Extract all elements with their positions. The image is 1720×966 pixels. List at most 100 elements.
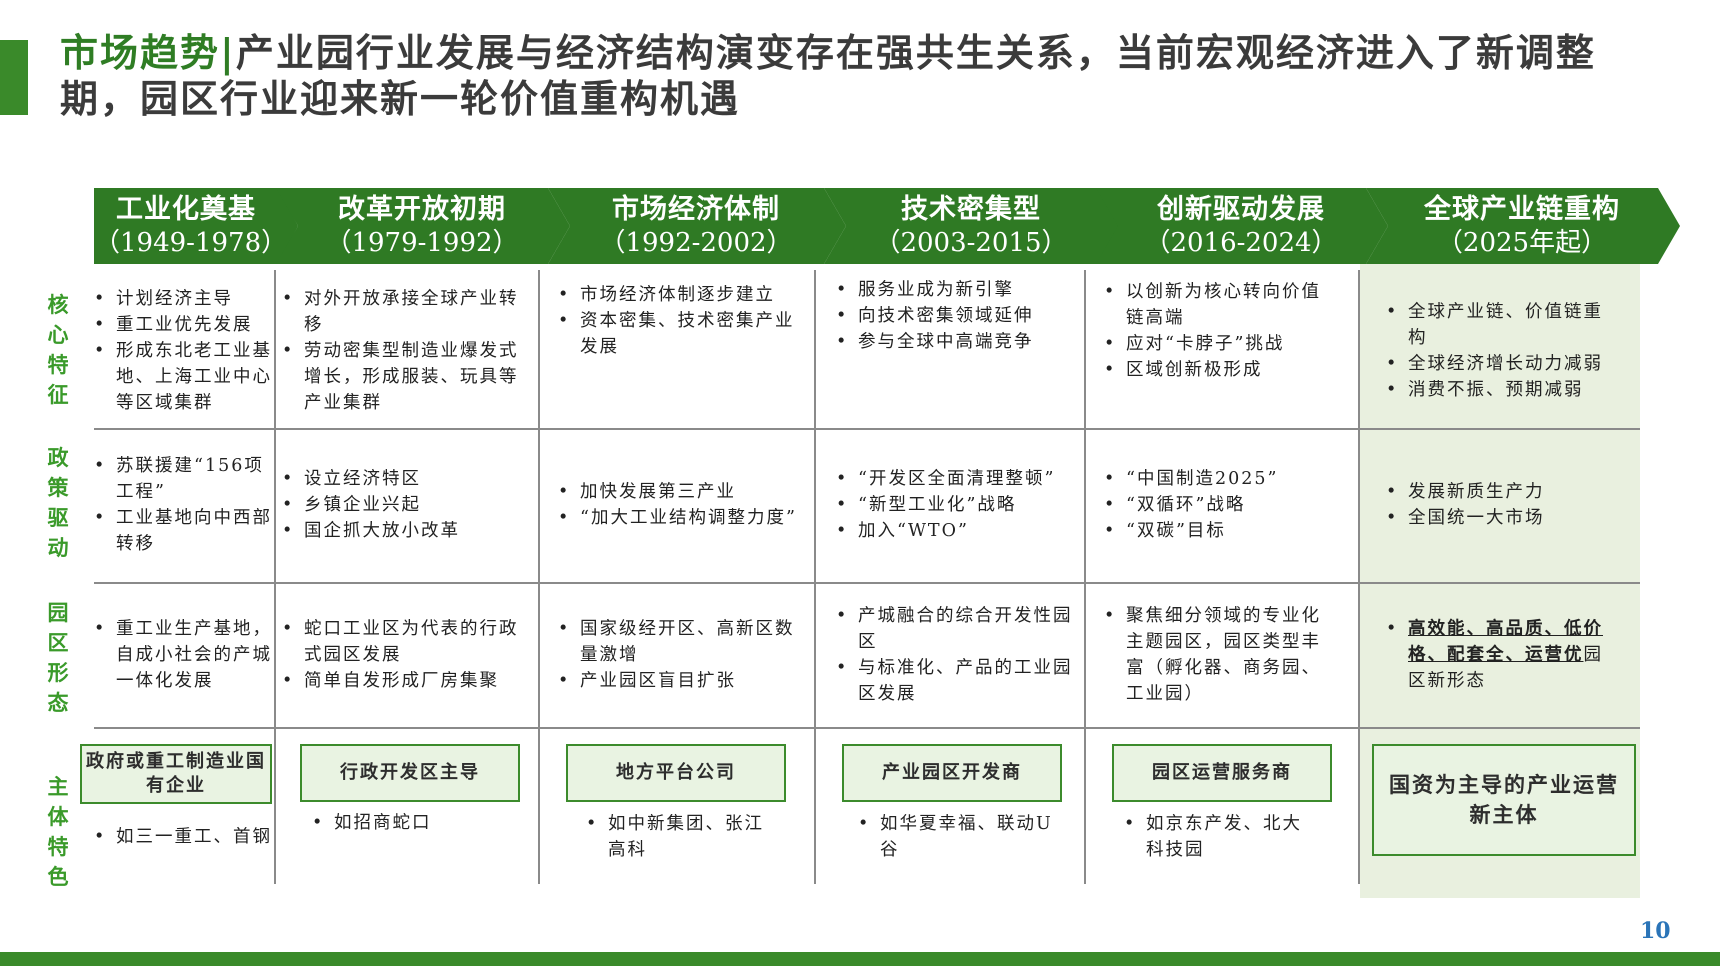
- list-item: “开发区全面清理整顿”: [836, 466, 1076, 492]
- phase-years: （1979-1992）: [325, 228, 519, 258]
- park-cell-4: 产城融合的综合开发性园区 与标准化、产品的工业园区发展: [836, 588, 1076, 722]
- list-item: 国企抓大放小改革: [282, 518, 520, 544]
- entity-box-5: 园区运营服务商: [1112, 744, 1332, 802]
- list-item: 产城融合的综合开发性园区: [836, 603, 1076, 655]
- list-item: 简单自发形成厂房集聚: [282, 668, 520, 694]
- entity-box-3: 地方平台公司: [566, 744, 786, 802]
- title-accent-bar: [0, 40, 28, 115]
- list-item: 市场经济体制逐步建立: [558, 282, 798, 308]
- list-item: 计划经济主导: [94, 286, 272, 312]
- title-text: 产业园行业发展与经济结构演变存在强共生关系，当前宏观经济进入了新调整期，园区行业…: [60, 30, 1596, 121]
- list-item: 乡镇企业兴起: [282, 492, 520, 518]
- policy-cell-2: 设立经济特区 乡镇企业兴起 国企抓大放小改革: [282, 434, 520, 576]
- core-cell-1: 计划经济主导 重工业优先发展 形成东北老工业基地、上海工业中心等区域集群: [94, 276, 272, 426]
- phase-years: （2003-2015）: [874, 228, 1068, 258]
- list-item: “双碳”目标: [1104, 518, 1340, 544]
- list-item: 蛇口工业区为代表的行政式园区发展: [282, 616, 520, 668]
- list-item: 工业基地向中西部转移: [94, 505, 272, 557]
- list-item: 全球经济增长动力减弱: [1386, 351, 1618, 377]
- park-cell-5: 聚焦细分领域的专业化主题园区，园区类型丰富（孵化器、商务园、工业园）: [1104, 588, 1340, 722]
- phase-arrow-1: 工业化奠基（1949-1978）: [94, 188, 298, 264]
- grid-row-divider: [94, 428, 1640, 430]
- title-prefix: 市场趋势: [60, 30, 221, 75]
- page-number: 10: [1640, 918, 1671, 944]
- phase-years: （1949-1978）: [94, 228, 288, 258]
- phase-arrow-5: 创新驱动发展（2016-2024）: [1096, 188, 1388, 264]
- list-item: 苏联援建“156项工程”: [94, 453, 272, 505]
- policy-cell-1: 苏联援建“156项工程” 工业基地向中西部转移: [94, 434, 272, 576]
- list-item: “新型工业化”战略: [836, 492, 1076, 518]
- list-item: 全球产业链、价值链重构: [1386, 299, 1618, 351]
- list-item: 如京东产发、北大科技园: [1124, 811, 1320, 863]
- list-item: 应对“卡脖子”挑战: [1104, 331, 1340, 357]
- list-item: 资本密集、技术密集产业发展: [558, 308, 798, 360]
- list-item: 如招商蛇口: [312, 810, 522, 836]
- list-item: 服务业成为新引擎: [836, 277, 1076, 303]
- list-item: 劳动密集型制造业爆发式增长，形成服装、玩具等产业集群: [282, 338, 520, 416]
- entity-box-4: 产业园区开发商: [842, 744, 1062, 802]
- list-item: 对外开放承接全球产业转移: [282, 286, 520, 338]
- title-separator: |: [220, 30, 236, 75]
- page-title: 市场趋势|产业园行业发展与经济结构演变存在强共生关系，当前宏观经济进入了新调整期…: [60, 30, 1660, 122]
- park-cell-1: 重工业生产基地，自成小社会的产城一体化发展: [94, 588, 272, 722]
- park-cell-2: 蛇口工业区为代表的行政式园区发展 简单自发形成厂房集聚: [282, 588, 520, 722]
- footer-bar: [0, 952, 1720, 966]
- phase-name: 技术密集型: [901, 194, 1041, 225]
- phase-name: 全球产业链重构: [1424, 194, 1620, 225]
- list-item: 发展新质生产力: [1386, 479, 1618, 505]
- list-item: 加入“WTO”: [836, 518, 1076, 544]
- policy-cell-6: 发展新质生产力 全国统一大市场: [1386, 434, 1618, 576]
- list-item: 设立经济特区: [282, 466, 520, 492]
- entity-example-1: 如三一重工、首钢: [94, 808, 272, 866]
- grid-row-divider: [94, 582, 1640, 584]
- list-item: 如三一重工、首钢: [94, 824, 272, 850]
- phase-arrow-6: 全球产业链重构（2025年起）: [1366, 188, 1680, 264]
- phase-arrow-2: 改革开放初期（1979-1992）: [276, 188, 570, 264]
- emphasis-text: 高效能、高品质、低价格、配套全、运营优: [1408, 619, 1603, 665]
- phase-arrow-4: 技术密集型（2003-2015）: [824, 188, 1120, 264]
- list-item: 重工业优先发展: [94, 312, 272, 338]
- core-cell-4: 服务业成为新引擎 向技术密集领域延伸 参与全球中高端竞争: [836, 276, 1076, 356]
- row-label-park: 园区形态: [47, 600, 69, 715]
- list-item: 如华夏幸福、联动U谷: [858, 811, 1054, 863]
- entity-example-5: 如京东产发、北大科技园: [1124, 808, 1320, 866]
- park-cell-3: 国家级经开区、高新区数量激增 产业园区盲目扩张: [558, 588, 798, 722]
- phase-years: （2025年起）: [1436, 228, 1608, 258]
- phase-name: 改革开放初期: [338, 194, 506, 225]
- core-cell-3: 市场经济体制逐步建立 资本密集、技术密集产业发展: [558, 276, 798, 366]
- grid-col-divider: [274, 270, 276, 884]
- list-item: 全国统一大市场: [1386, 505, 1618, 531]
- core-cell-2: 对外开放承接全球产业转移 劳动密集型制造业爆发式增长，形成服装、玩具等产业集群: [282, 276, 520, 426]
- entity-example-2: 如招商蛇口: [312, 808, 522, 838]
- list-item: 产业园区盲目扩张: [558, 668, 798, 694]
- list-item: 高效能、高品质、低价格、配套全、运营优园区新形态: [1386, 616, 1618, 694]
- policy-cell-4: “开发区全面清理整顿” “新型工业化”战略 加入“WTO”: [836, 434, 1076, 576]
- list-item: 以创新为核心转向价值链高端: [1104, 279, 1340, 331]
- list-item: “中国制造2025”: [1104, 466, 1340, 492]
- list-item: 如中新集团、张江高科: [586, 811, 782, 863]
- grid-col-divider: [538, 270, 540, 884]
- list-item: 消费不振、预期减弱: [1386, 377, 1618, 403]
- policy-cell-5: “中国制造2025” “双循环”战略 “双碳”目标: [1104, 434, 1340, 576]
- phase-arrow-3: 市场经济体制（1992-2002）: [548, 188, 846, 264]
- list-item: 重工业生产基地，自成小社会的产城一体化发展: [94, 616, 272, 694]
- list-item: “双循环”战略: [1104, 492, 1340, 518]
- list-item: 区域创新极形成: [1104, 357, 1340, 383]
- row-label-core: 核心特征: [47, 292, 69, 407]
- list-item: 国家级经开区、高新区数量激增: [558, 616, 798, 668]
- list-item: 向技术密集领域延伸: [836, 303, 1076, 329]
- list-item: “加大工业结构调整力度”: [558, 505, 798, 531]
- policy-cell-3: 加快发展第三产业 “加大工业结构调整力度”: [558, 434, 798, 576]
- phase-years: （2016-2024）: [1144, 228, 1338, 258]
- list-item: 形成东北老工业基地、上海工业中心等区域集群: [94, 338, 272, 416]
- list-item: 参与全球中高端竞争: [836, 329, 1076, 355]
- row-label-entity: 主体特色: [47, 774, 69, 889]
- park-cell-6: 高效能、高品质、低价格、配套全、运营优园区新形态: [1386, 588, 1618, 722]
- entity-example-3: 如中新集团、张江高科: [586, 808, 782, 866]
- list-item: 与标准化、产品的工业园区发展: [836, 655, 1076, 707]
- core-cell-5: 以创新为核心转向价值链高端 应对“卡脖子”挑战 区域创新极形成: [1104, 276, 1340, 386]
- list-item-text: 园区新形态: [1408, 645, 1603, 691]
- row-label-policy: 政策驱动: [47, 445, 69, 560]
- phase-name: 市场经济体制: [612, 194, 780, 225]
